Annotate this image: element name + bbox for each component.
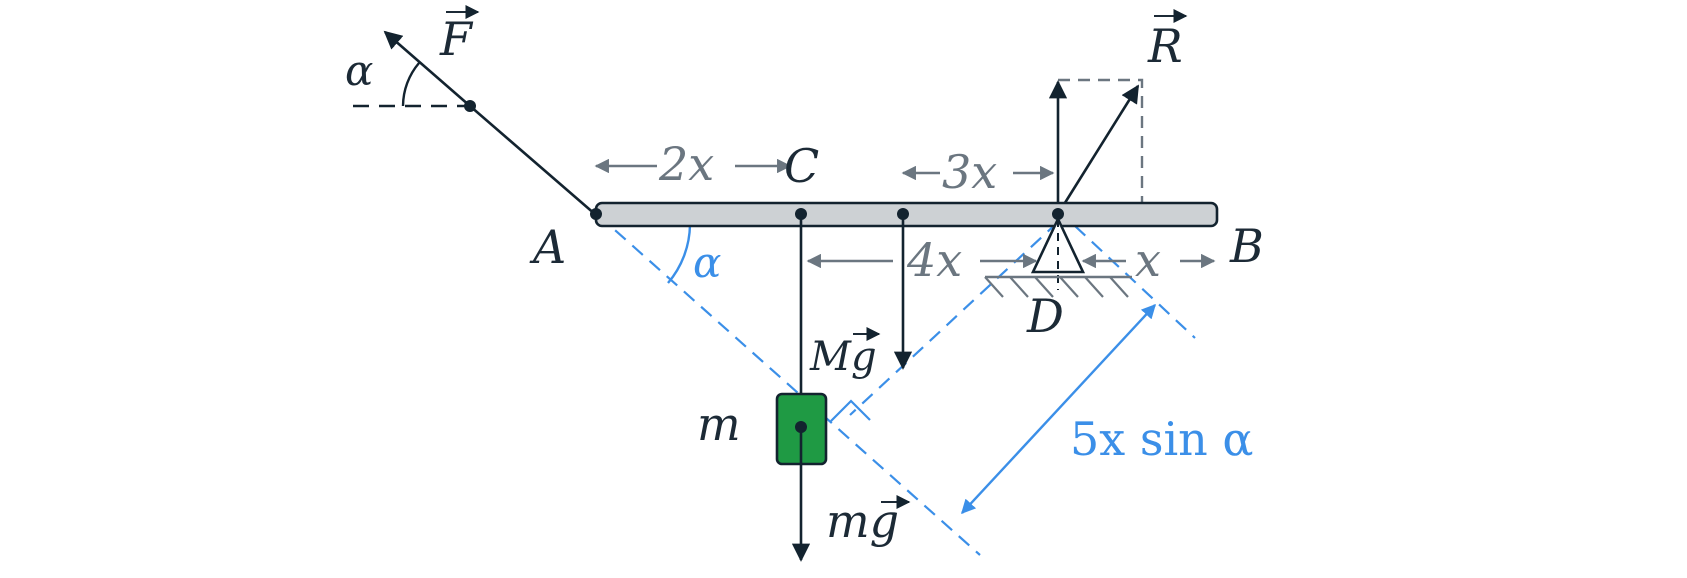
force-F-arrow [383, 30, 471, 107]
arm-length-arrow [961, 303, 1156, 515]
mass-center-dot [795, 421, 807, 433]
force-F-line [469, 105, 597, 216]
label-alpha-top: α [345, 46, 373, 95]
arm-length-label: 5x sin α [1070, 412, 1253, 466]
parallel-line-through-D [1074, 225, 1196, 339]
label-mass-m: m [697, 397, 741, 451]
reaction-R-arrow [1056, 84, 1140, 215]
label-point-D: D [1026, 289, 1064, 343]
angle-arc-alpha-top [401, 62, 420, 107]
point-D-dot [1052, 208, 1064, 220]
force-F-point [464, 100, 476, 112]
dim-label-3x: 3x [942, 145, 997, 199]
label-reaction-R: R [1147, 19, 1183, 73]
beam-end-A-point [590, 208, 602, 220]
right-angle-mark [830, 399, 871, 422]
label-weight-Mg: Mg [809, 334, 877, 380]
angle-arc-alpha-beam [667, 224, 692, 284]
label-alpha-beam: α [693, 238, 721, 287]
parallelogram-dashed [1058, 78, 1144, 212]
label-point-A: A [529, 220, 566, 274]
label-point-B: B [1229, 219, 1264, 273]
dim-label-4x: 4x [906, 233, 962, 287]
dim-label-A-to-C: 2x [658, 137, 714, 191]
pin-support [984, 215, 1132, 298]
dim-label-x: x [1135, 233, 1161, 287]
line-of-action-extension [597, 214, 981, 556]
label-force-F: F [439, 12, 474, 66]
label-point-C: C [784, 139, 819, 193]
